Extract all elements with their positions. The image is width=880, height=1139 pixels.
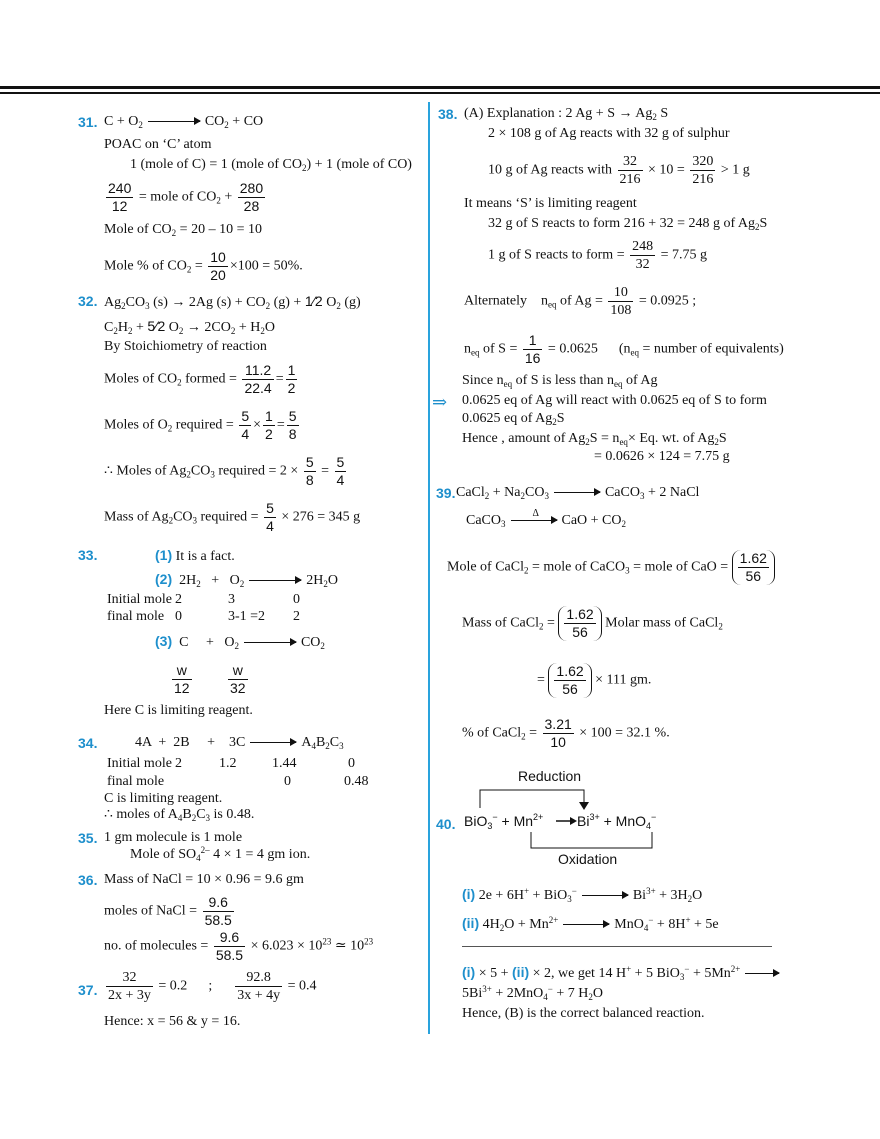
svg-text:Bi3+ + MnO4−: Bi3+ + MnO4− [577,812,656,831]
header-rule-thick [0,86,880,89]
text-line: ∴ moles of A4B2C3 is 0.48. [104,807,255,823]
value: 2 [293,609,300,624]
text-line: Mole of SO42– 4 × 1 = 4 gm ion. [130,845,311,863]
equation: Hence , amount of Ag2S = neq× Eq. wt. of… [462,431,727,447]
value: 0 [284,774,291,789]
value: 3-1 =2 [228,609,266,624]
equation: C2H2 + 5⁄2 O2 → 2CO2 + H2O [104,318,276,336]
text-line: Hence: x = 56 & y = 16. [104,1014,241,1029]
text-line: 1 gm molecule is 1 mole [104,830,243,845]
equation: 1 (mole of C) = 1 (mole of CO2) + 1 (mol… [130,157,412,173]
question-number: 32. [78,293,98,309]
equation: = 0.0626 × 124 = 7.75 g [594,449,730,464]
text-line: Mass of NaCl = 10 × 0.96 = 9.6 gm [104,872,304,887]
header-rule-thin [0,92,880,94]
value: 0 [293,592,300,607]
text-line: Hence, (B) is the correct balanced react… [462,1006,705,1021]
equation: 5Bi3+ + 2MnO4− + 7 H2O [462,984,603,1002]
value: 1.2 [219,756,237,771]
question-number: 31. [78,114,98,130]
text-line: 2 × 108 g of Ag reacts with 32 g of sulp… [488,126,730,141]
text-line: POAC on ‘C’ atom [104,137,212,152]
equation: Mole of CaCl2 = mole of CaCO3 = mole of … [447,550,775,585]
value: 0 [348,756,355,771]
text-line: C is limiting reagent. [104,791,223,806]
implies-icon: ⇒ [432,392,448,412]
svg-text:BiO3− + Mn2+: BiO3− + Mn2+ [464,812,543,831]
text-line: (1) It is a fact. [155,547,235,564]
text-line: It means ‘S’ is limiting reagent [464,196,637,211]
row-label: Initial mole [107,756,172,771]
value: 3 [228,592,235,607]
oxidation-label: Oxidation [558,851,617,867]
value: 2 [175,756,182,771]
redox-diagram: Reduction Oxidation BiO3− + Mn2+ Bi3+ + … [464,768,656,867]
value: 1.44 [272,756,297,771]
column-divider [428,102,430,1034]
reduction-label: Reduction [518,768,581,784]
equation: (i) × 5 + (ii) × 2, we get 14 H+ + 5 BiO… [462,964,784,982]
text-line: 0.0625 eq of Ag2S [462,411,565,427]
question-number: 35. [78,830,98,846]
text-line: 32 g of S reacts to form 216 + 32 = 248 … [488,216,768,232]
separator-line [462,946,772,947]
question-number: 38. [438,106,458,122]
value: 2 [175,592,182,607]
row-label: final mole [107,609,165,624]
question-number: 34. [78,735,98,751]
text-line: Since neq of S is less than neq of Ag [462,373,658,389]
equation: Mole of CO2 = 20 – 10 = 10 [104,222,262,238]
equation: Ag2CO3 (s) → 2Ag (s) + CO2 (g) + 1⁄2 O2 … [104,293,361,311]
equation: (i) 2e + 6H+ + BiO3−Bi3+ + 3H2O [462,886,703,904]
text-line: By Stoichiometry of reaction [104,339,267,354]
text-line: Here C is limiting reagent. [104,703,253,718]
equation: (A) Explanation : 2 Ag + S → Ag2 S [464,106,669,122]
question-number: 40. [436,816,456,832]
question-number: 39. [436,485,456,501]
row-label: Initial mole [107,592,172,607]
value: 0.48 [344,774,369,789]
row-label: final mole [107,774,165,789]
value: 0 [175,609,182,624]
text-line: 0.0625 eq of Ag will react with 0.0625 e… [462,393,767,408]
question-number: 36. [78,872,98,888]
equation: (ii) 4H2O + Mn2+MnO4− + 8H+ + 5e [462,915,719,933]
question-number: 37. [78,982,98,998]
question-number: 33. [78,547,98,563]
